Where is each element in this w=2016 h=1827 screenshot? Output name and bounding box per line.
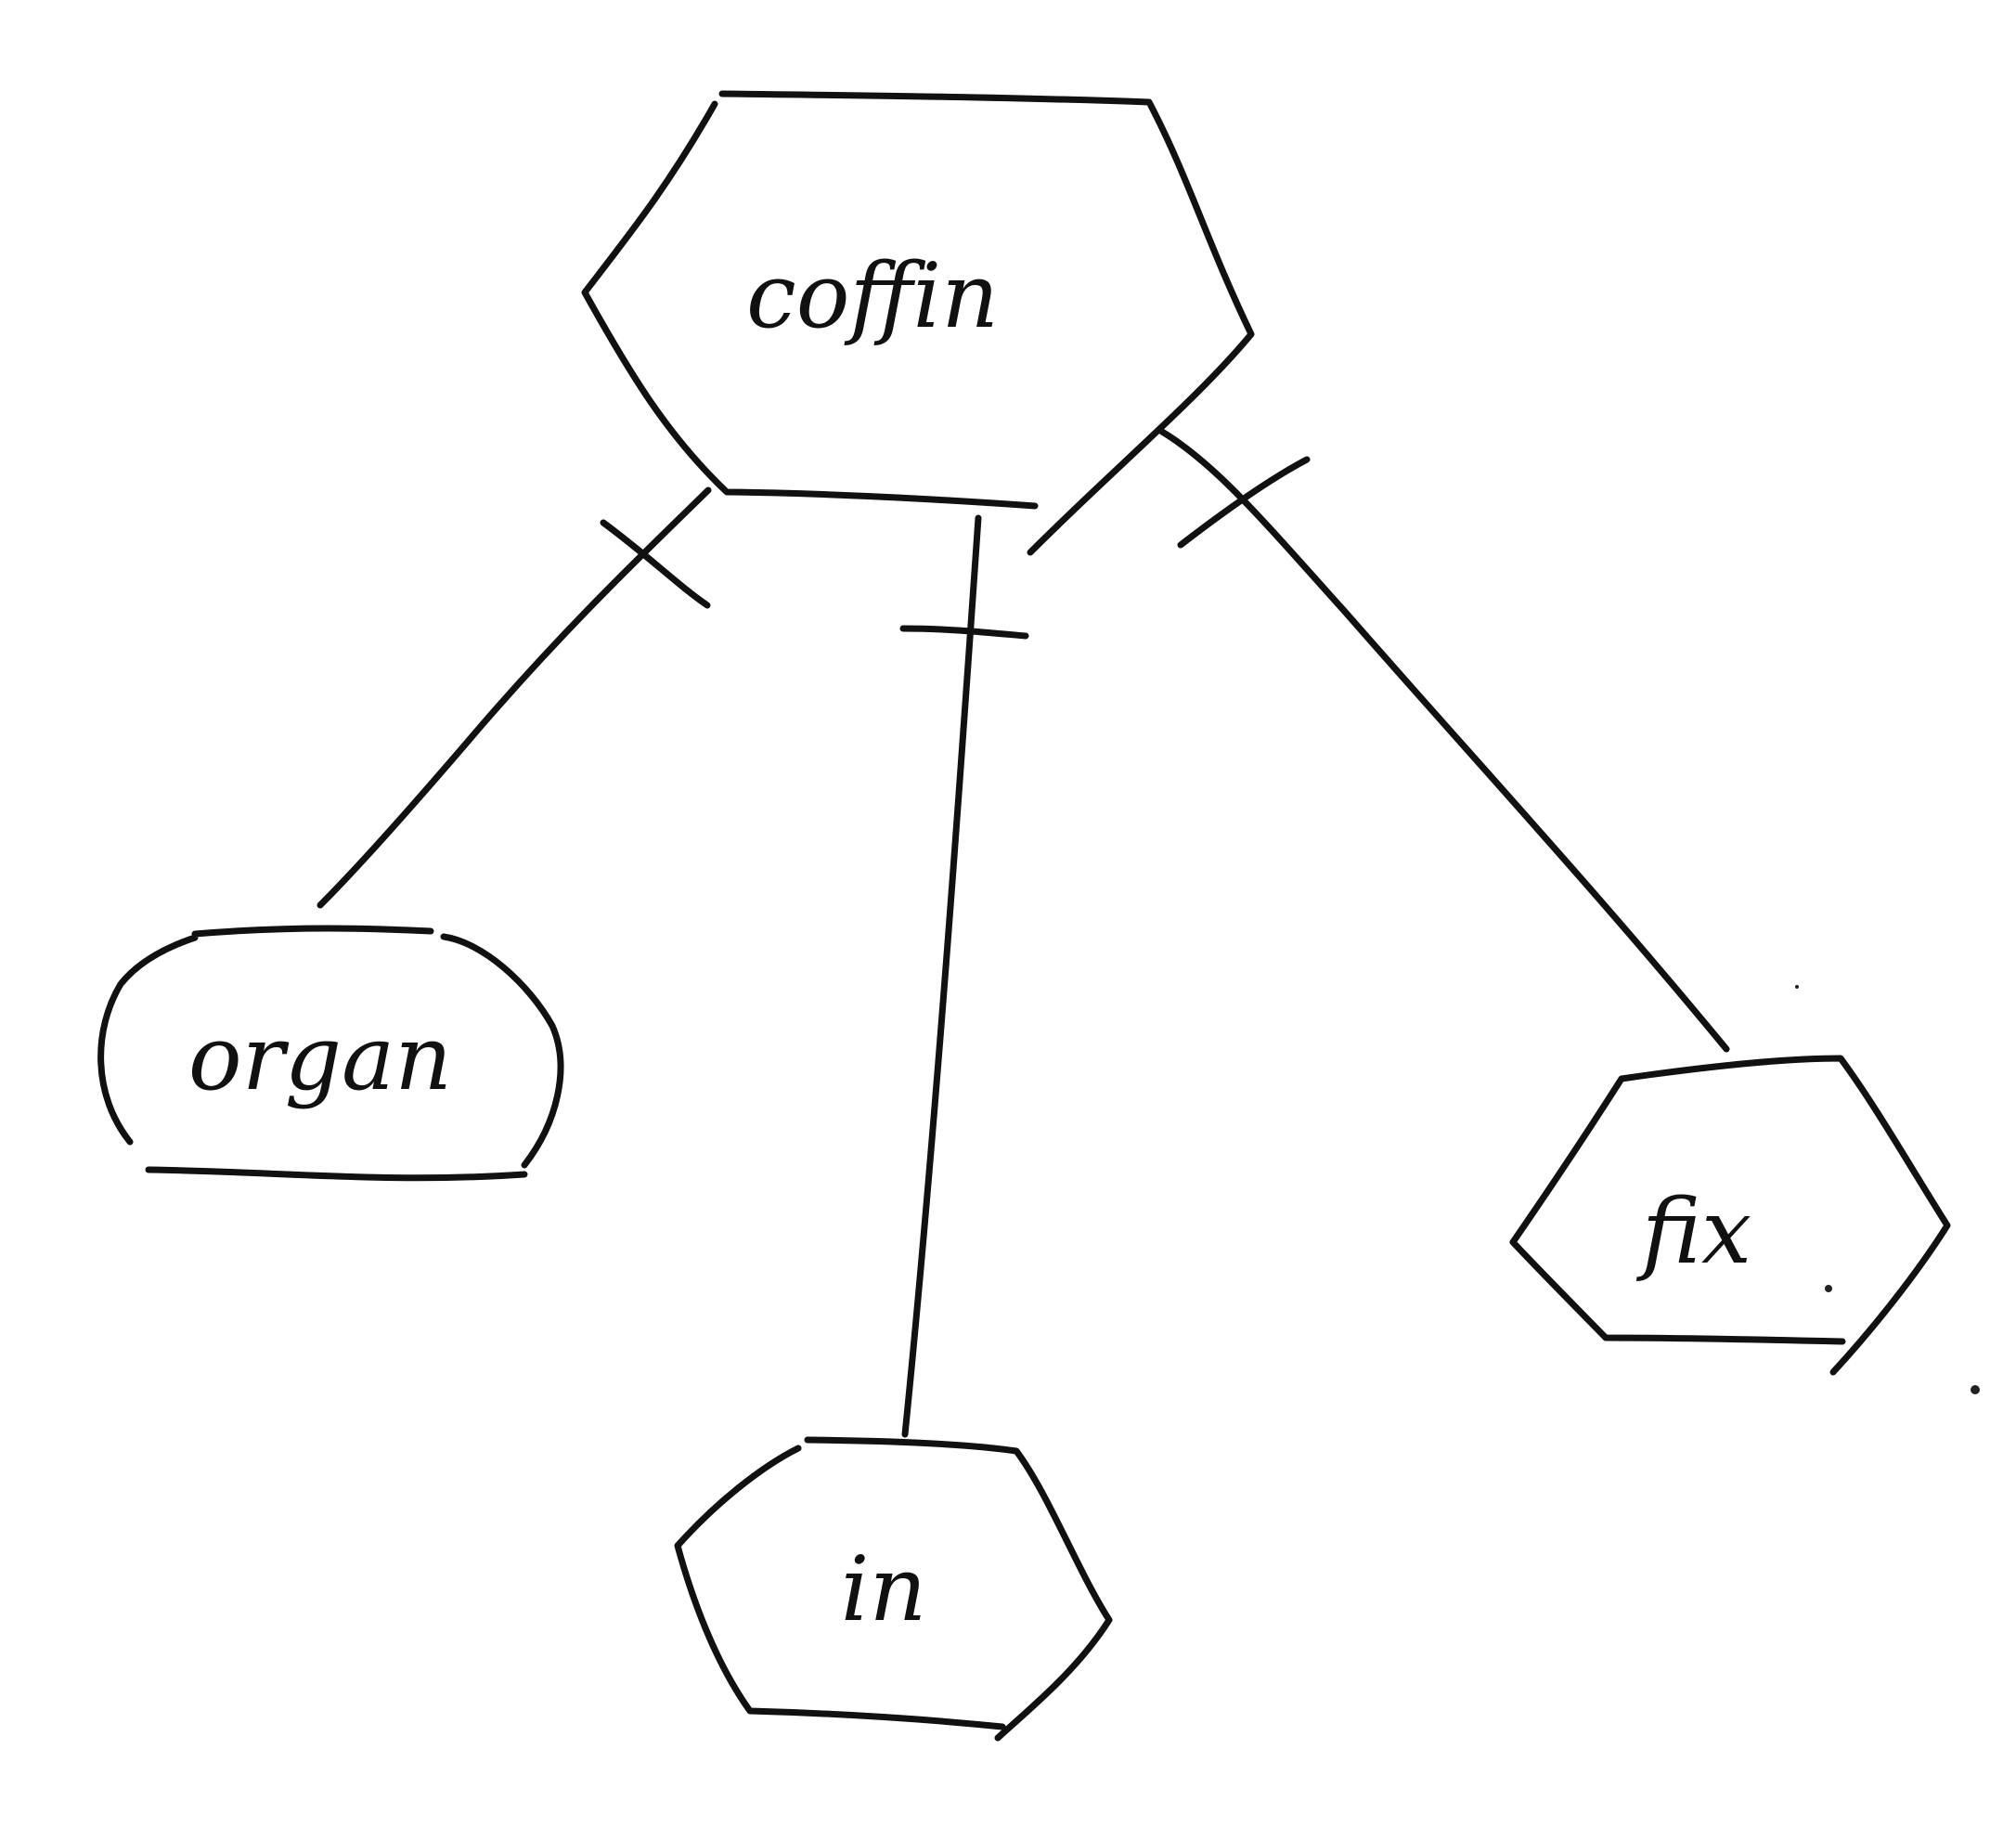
node-coffin-label: coffin	[746, 244, 999, 348]
edge-line	[901, 514, 982, 1438]
edge-tick-mark	[899, 625, 1029, 640]
node-fix: fix	[1509, 1055, 1951, 1376]
node-coffin-shape	[581, 90, 1255, 556]
node-fix-label: fix	[1636, 1180, 1751, 1284]
edge-tick-mark	[600, 519, 711, 609]
edge-tick-mark	[1177, 456, 1311, 549]
node-organ: organ	[97, 925, 564, 1182]
edge-coffin-fix	[1158, 428, 1730, 1053]
node-in-label: in	[841, 1537, 927, 1641]
ink-speck	[1971, 1385, 1980, 1394]
edge-line	[317, 486, 712, 909]
node-organ-shape	[97, 925, 564, 1182]
edge-coffin-organ	[317, 486, 712, 909]
ink-speck	[1795, 985, 1799, 989]
edge-coffin-in	[899, 514, 1029, 1438]
ink-speck	[1825, 1285, 1832, 1292]
node-in: in	[674, 1436, 1113, 1742]
ink-specks	[1795, 985, 1980, 1394]
edge-line	[1158, 428, 1730, 1053]
node-coffin: coffin	[581, 90, 1255, 556]
node-fix-shape	[1509, 1055, 1951, 1376]
node-organ-label: organ	[188, 1006, 452, 1110]
node-in-shape	[674, 1436, 1113, 1742]
